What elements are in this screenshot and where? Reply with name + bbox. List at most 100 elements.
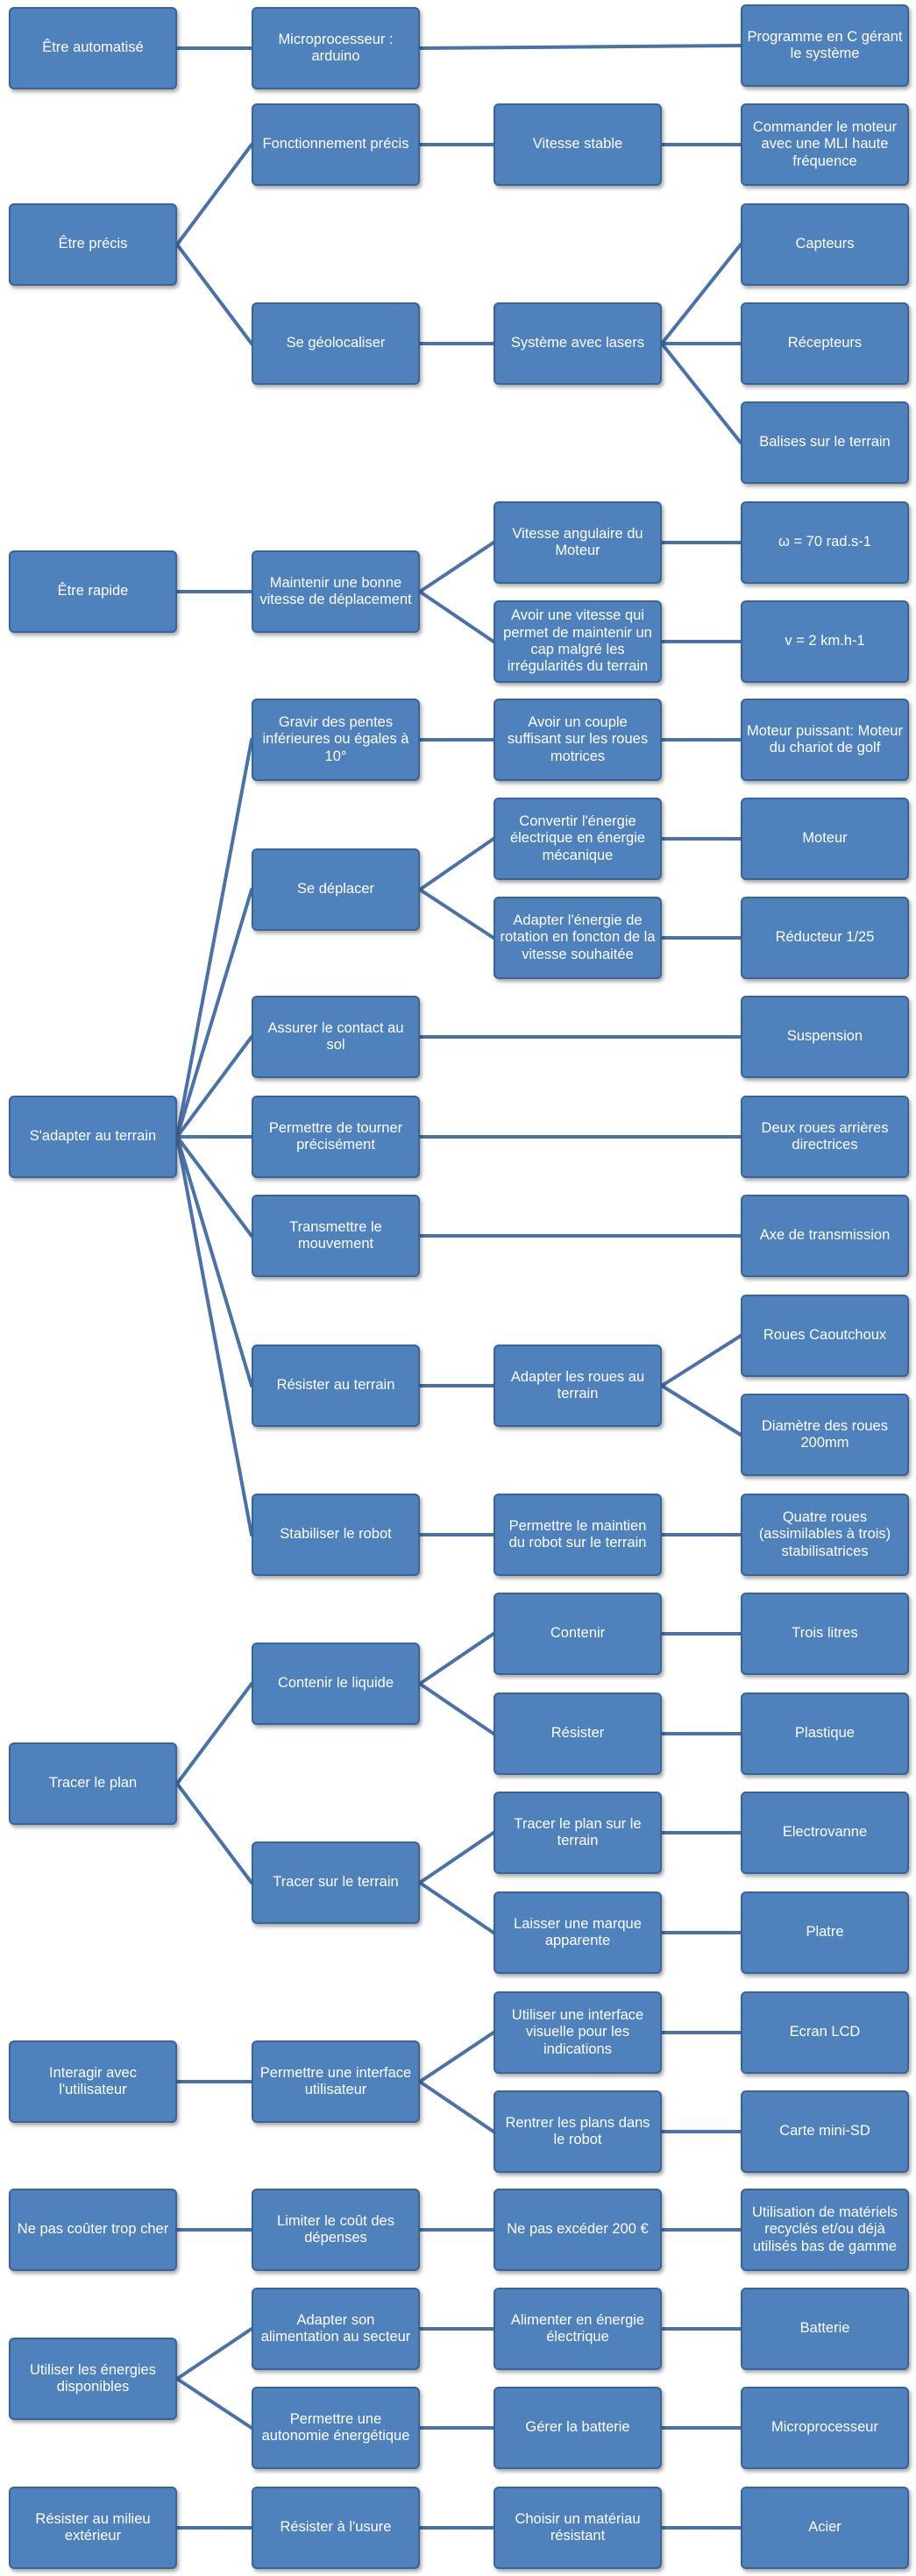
node-label: Se géolocaliser — [286, 335, 386, 351]
node-n55: Permettre une interface utilisateur — [252, 2040, 420, 2123]
node-n22: Se déplacer — [252, 848, 420, 931]
node-label: Être rapide — [57, 583, 129, 600]
node-n60: Ne pas excéder 200 € — [494, 2189, 662, 2271]
node-n66: Permettre une autonomie énergétique — [252, 2387, 420, 2469]
node-label: Avoir un couple suffisant sur les roues … — [507, 713, 649, 764]
node-label: Interagir avec l'utilisateur — [49, 2064, 137, 2097]
node-label: Résister au terrain — [276, 1377, 395, 1394]
node-label: Suspension — [786, 1028, 863, 1045]
node-n30: Permettre de tourner précisément — [252, 1096, 420, 1178]
node-n35: Adapter les roues au terrain — [494, 1345, 662, 1427]
node-n5: Fonctionnement précis — [252, 103, 420, 186]
node-n53: Ecran LCD — [741, 1991, 909, 2074]
node-label: Tracer le plan sur le terrain — [514, 1815, 642, 1849]
node-label: Laisser une marque apparente — [514, 1915, 642, 1948]
connector-n35-n37 — [660, 1384, 742, 1437]
node-label: Utilisation de matériels recyclés et/ou … — [752, 2203, 898, 2254]
node-n34: Résister au terrain — [252, 1345, 420, 1427]
node-label: Microprocesseur : arduino — [278, 31, 394, 64]
node-label: Permettre une autonomie énergétique — [261, 2410, 410, 2444]
node-label: Maintenir une bonne vitesse de déplaceme… — [259, 574, 412, 607]
node-n8: Se géolocaliser — [252, 302, 420, 385]
node-label: Axe de transmission — [759, 1227, 891, 1244]
connector-n43-n41 — [418, 1632, 495, 1685]
node-label: Système avec lasers — [510, 335, 645, 351]
node-n69: Résister au milieu extérieur — [9, 2487, 177, 2569]
connector-n49-n47 — [418, 1831, 495, 1884]
connector-n46-n43 — [175, 1682, 253, 1785]
node-n7: Commander le moteur avec une MLI haute f… — [741, 103, 909, 186]
node-n46: Tracer le plan — [9, 1742, 177, 1825]
node-label: Roues Caoutchoux — [763, 1327, 887, 1344]
node-n49: Tracer sur le terrain — [252, 1842, 420, 1924]
node-label: Microprocesseur — [771, 2419, 878, 2436]
node-label: Tracer le plan — [48, 1775, 138, 1792]
node-label: Carte mini-SD — [779, 2123, 870, 2140]
node-n52: Utiliser une interface visuelle pour les… — [494, 1991, 662, 2074]
node-label: Adapter les roues au terrain — [510, 1368, 645, 1402]
node-n23: Convertir l'énergie électrique en énergi… — [494, 798, 662, 880]
connector-n55-n52 — [418, 2031, 495, 2083]
connector-n29-n27 — [175, 1035, 253, 1139]
node-n59: Limiter le coût des dépenses — [252, 2189, 420, 2271]
connector-n43-n44 — [418, 1682, 495, 1735]
node-n41: Contenir — [494, 1593, 662, 1675]
node-n36: Roues Caoutchoux — [741, 1295, 909, 1377]
node-label: Utiliser une interface visuelle pour les… — [511, 2006, 644, 2057]
node-n70: Résister à l'usure — [252, 2487, 420, 2569]
node-n19: Gravir des pentes inférieures ou égales … — [252, 699, 420, 781]
node-n31: Deux roues arrières directrices — [741, 1096, 909, 1178]
node-n28: Suspension — [741, 996, 909, 1078]
node-n61: Utilisation de matériels recyclés et/ou … — [741, 2189, 909, 2271]
node-n57: Carte mini-SD — [741, 2090, 909, 2173]
node-label: Ne pas coûter trop cher — [17, 2221, 169, 2238]
node-n54: Interagir avec l'utilisateur — [9, 2040, 177, 2123]
node-label: Vitesse angulaire du Moteur — [512, 525, 643, 558]
node-n63: Alimenter en énergie électrique — [494, 2288, 662, 2370]
connector-n4-n5 — [175, 143, 253, 246]
node-n71: Choisir un matériau résistant — [494, 2487, 662, 2569]
node-n58: Ne pas coûter trop cher — [9, 2189, 177, 2271]
node-label: Contenir le liquide — [277, 1675, 394, 1692]
node-n56: Rentrer les plans dans le robot — [494, 2090, 662, 2173]
node-label: Utiliser les énergies disponibles — [30, 2361, 156, 2395]
connector-n9-n12 — [660, 342, 742, 444]
node-n40: Quatre roues (assimilables à trois) stab… — [741, 1494, 909, 1576]
node-n72: Acier — [741, 2487, 909, 2569]
node-label: Plastique — [795, 1725, 855, 1742]
node-label: Deux roues arrières directrices — [761, 1119, 889, 1153]
node-label: Moteur puissant: Moteur du chariot de go… — [747, 722, 903, 756]
node-label: Être automatisé — [42, 39, 144, 56]
connector-n9-n10 — [660, 243, 742, 345]
node-label: Permettre de tourner précisément — [268, 1119, 403, 1153]
node-n48: Electrovanne — [741, 1792, 909, 1874]
node-label: Diamètre des roues 200mm — [762, 1417, 888, 1451]
node-label: Platre — [806, 1924, 844, 1941]
connector-n14-n17 — [418, 590, 495, 643]
node-label: Réducteur 1/25 — [775, 929, 875, 946]
node-n33: Axe de transmission — [741, 1195, 909, 1277]
node-n3: Programme en C gérant le système — [741, 4, 909, 87]
node-n45: Plastique — [741, 1692, 909, 1775]
node-n65: Utiliser les énergies disponibles — [9, 2338, 177, 2420]
node-n1: Être automatisé — [9, 7, 177, 89]
node-label: Adapter l'énergie de rotation en foncton… — [500, 912, 656, 962]
node-label: Alimenter en énergie électrique — [510, 2311, 645, 2345]
node-label: Permettre une interface utilisateur — [259, 2064, 412, 2097]
node-n10: Capteurs — [741, 203, 909, 286]
node-label: ω = 70 rad.s-1 — [778, 534, 871, 550]
connector-n4-n8 — [175, 243, 253, 345]
node-n24: Moteur — [741, 798, 909, 880]
node-label: Assurer le contact au sol — [267, 1019, 404, 1053]
node-n64: Batterie — [741, 2288, 909, 2370]
node-label: S'adapter au terrain — [29, 1128, 157, 1145]
node-label: Se déplacer — [296, 881, 375, 898]
node-n44: Résister — [494, 1692, 662, 1775]
node-n2: Microprocesseur : arduino — [252, 7, 420, 89]
node-n51: Platre — [741, 1891, 909, 1974]
node-label: Ne pas excéder 200 € — [507, 2221, 649, 2238]
node-n20: Avoir un couple suffisant sur les roues … — [494, 699, 662, 781]
node-label: Fonctionnement précis — [262, 136, 409, 153]
node-label: Gérer la batterie — [525, 2419, 630, 2436]
